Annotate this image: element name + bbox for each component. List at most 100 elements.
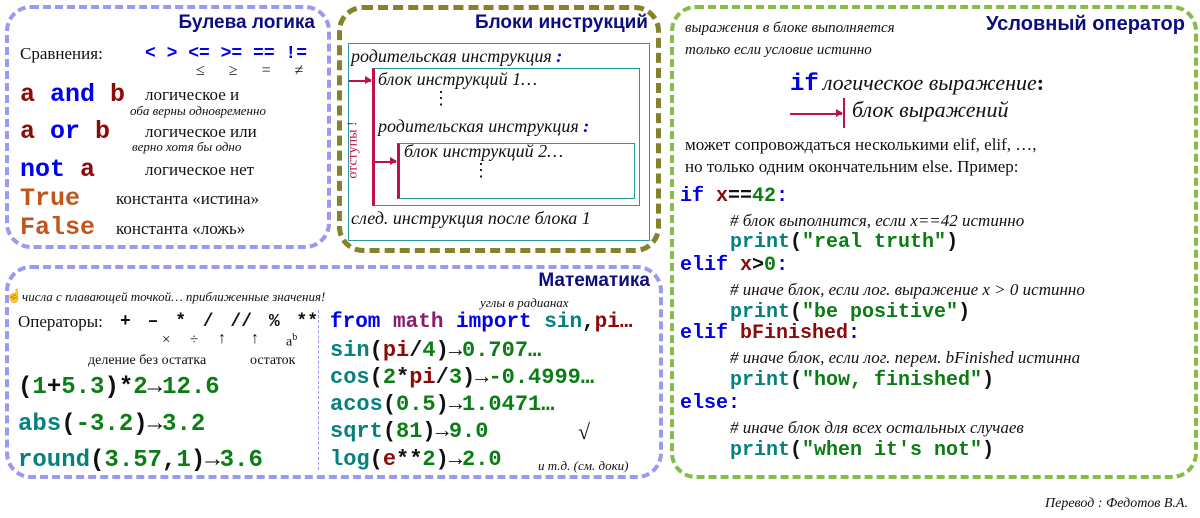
code-token: 1 (32, 374, 47, 401)
floordiv-label: деление без остатка (88, 353, 207, 368)
code-token: )→ (435, 392, 463, 417)
code-token: 3.57 (104, 447, 163, 474)
translator-credit: Перевод : Федотов В.А. (1045, 496, 1188, 511)
code-token: math (393, 311, 457, 334)
code-token: print (730, 301, 791, 324)
conditional-title: Условный оператор (986, 13, 1185, 35)
bool-code-or: a or b (20, 117, 110, 146)
multiply-symbol: × (162, 332, 171, 348)
indent-label: отступы ! (345, 121, 361, 179)
parent-instruction-text: родительская инструкция (378, 116, 579, 136)
elif-text-2: но только одним окончательним else. Прим… (685, 157, 1019, 176)
code-token: acos (330, 392, 383, 417)
code-token: 0 (764, 254, 777, 277)
code-line: elif bFinished: (680, 322, 860, 345)
comparisons-label: Сравнения: (20, 44, 103, 63)
bool-code-true: True (20, 184, 80, 213)
code-token: / (435, 365, 449, 390)
math-acos: acos(0.5)→1.0471… (330, 392, 554, 417)
colon: : (556, 46, 563, 66)
code-token: 12.6 (162, 374, 220, 401)
code-token: 2 (133, 374, 148, 401)
indent-arrow-icon (373, 158, 397, 164)
blocks-title: Блоки инструкций (474, 12, 648, 33)
code-token: a (20, 117, 51, 146)
bool-desc-not: логическое нет (145, 160, 255, 179)
elif-text-1: может сопровождаться несколькими elif, e… (685, 135, 1037, 154)
code-token: ( (382, 392, 397, 417)
code-token: : (848, 322, 861, 345)
block-1-frame (372, 68, 640, 206)
code-token: 0.5 (396, 392, 436, 417)
code-line: print("when it's not") (730, 439, 994, 462)
mod-label: остаток (250, 353, 296, 368)
bool-desc-false: константа «ложь» (116, 219, 246, 238)
code-token: a (80, 155, 96, 184)
code-token: 5.3 (61, 374, 105, 401)
divide-symbol: ÷ (190, 332, 199, 348)
ellipsis-1: ⋮ (432, 88, 450, 108)
code-comment: # блок выполнится, если x==42 истинно (730, 211, 1025, 230)
code-token: == (728, 185, 753, 208)
code-token: )→ (435, 338, 463, 363)
code-token: 1 (176, 447, 191, 474)
code-token: 2.0 (462, 447, 502, 472)
code-line: print("be positive") (730, 301, 970, 324)
math-sin: sin(pi/4)→0.707… (330, 338, 541, 363)
bool-note-and: оба верны одновременно (130, 103, 266, 118)
hand-icon: ☝ (6, 288, 23, 303)
code-token: True (20, 184, 81, 213)
code-token: from (330, 311, 394, 334)
code-token: ( (18, 374, 33, 401)
block-label: блок выражений (852, 97, 1009, 122)
code-token: pi… (594, 311, 633, 334)
code-line: else: (680, 392, 740, 415)
intro-line-2: только если условие истинно (685, 42, 872, 58)
code-token: else (680, 392, 729, 415)
code-token: → (147, 374, 163, 401)
code-line: print("how, finished") (730, 369, 994, 392)
code-token: a (20, 80, 51, 109)
float-note: числа с плавающей точкой… приближенные з… (22, 289, 326, 304)
code-token: ) (982, 369, 995, 392)
code-token: "real truth" (802, 231, 947, 254)
code-comment: # иначе блок для всех остальных случаев (730, 418, 1024, 437)
code-token: sqrt (330, 419, 383, 444)
block-2-frame (397, 143, 635, 199)
code-token: -3.2 (75, 411, 134, 438)
code-token: ( (790, 369, 803, 392)
code-token: x (740, 254, 753, 277)
comparison-symbols: ≤ ≥ = ≠ (196, 62, 304, 79)
bool-desc-true: константа «истина» (116, 189, 260, 208)
if-syntax: if логическое выражение: (790, 70, 1044, 98)
boolean-title: Булева логика (178, 12, 315, 33)
code-token: 81 (396, 419, 423, 444)
code-token: sin (544, 311, 583, 334)
code-token: 0.707… (462, 338, 542, 363)
code-line: print("real truth") (730, 231, 958, 254)
bool-code-false: False (20, 213, 95, 242)
code-token: * (396, 365, 410, 390)
code-token: 4 (422, 338, 436, 363)
bool-code-not: not a (20, 155, 95, 184)
if-expression: логическое выражение (822, 70, 1037, 95)
code-token: ( (90, 447, 105, 474)
code-token: 2 (422, 447, 436, 472)
code-token: abs (18, 411, 62, 438)
code-token: round (18, 447, 91, 474)
indent-arrow-icon (349, 77, 372, 83)
code-token: not (20, 155, 81, 184)
code-token: import (456, 311, 545, 334)
power-base: a (286, 334, 293, 350)
code-token: ) (982, 439, 995, 462)
code-token: ) (958, 301, 971, 324)
code-token: -0.4999… (488, 365, 595, 390)
outer-block-frame (348, 43, 650, 241)
code-token: or (50, 117, 96, 146)
math-log: log(e**2)→2.0 (330, 447, 502, 472)
blocks-panel (337, 5, 661, 253)
block-bar (843, 98, 845, 128)
code-comment: # иначе блок, если лог. перем. bFinished… (730, 348, 1081, 367)
code-token: 3.6 (219, 447, 263, 474)
conditional-panel (670, 5, 1198, 479)
